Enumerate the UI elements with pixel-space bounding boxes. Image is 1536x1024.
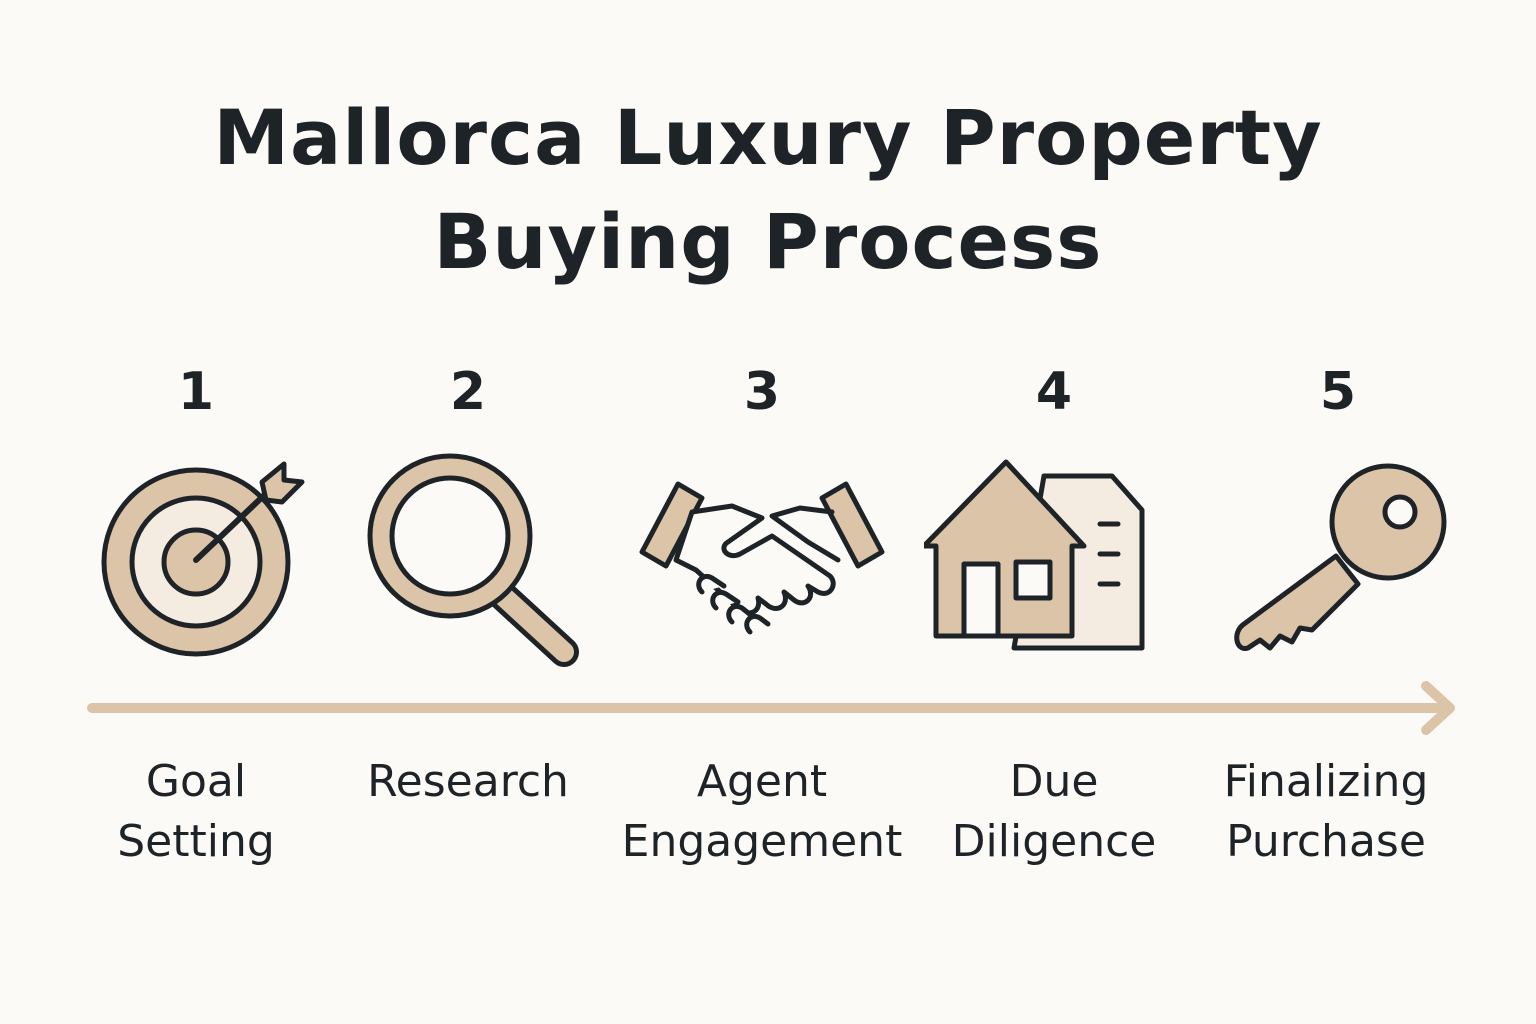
step-1-number: 1 [177, 362, 215, 422]
house-document-icon [924, 452, 1184, 668]
step-3-label-line-2: Engagement [621, 816, 903, 867]
step-3-label: Agent Engagement [612, 752, 912, 872]
step-3-label-line-1: Agent [696, 756, 828, 807]
step-2-number: 2 [449, 362, 487, 422]
title-line-1: Mallorca Luxury Property [213, 93, 1323, 182]
step-5-label: Finalizing Purchase [1176, 752, 1476, 872]
step-2-label: Research [318, 752, 618, 812]
step-2-label-line-1: Research [367, 756, 569, 807]
step-5-number: 5 [1319, 362, 1357, 422]
key-icon [1208, 452, 1468, 668]
step-4-label: Due Diligence [904, 752, 1204, 872]
handshake-icon [632, 452, 892, 668]
timeline-arrow [80, 676, 1470, 740]
step-3-number: 3 [743, 362, 781, 422]
step-4-label-line-1: Due [1009, 756, 1099, 807]
step-4-label-line-2: Diligence [951, 816, 1157, 867]
step-4-number: 4 [1035, 362, 1073, 422]
arrow-right-icon [1421, 681, 1455, 735]
title-line-2: Buying Process [433, 197, 1103, 286]
target-icon [66, 452, 326, 668]
step-1-label: Goal Setting [46, 752, 346, 872]
step-5-label-line-2: Purchase [1226, 816, 1426, 867]
step-1-label-line-1: Goal [145, 756, 247, 807]
magnifier-icon [338, 452, 598, 668]
page-title: Mallorca Luxury Property Buying Process [0, 86, 1536, 294]
step-5-label-line-1: Finalizing [1223, 756, 1429, 807]
step-1-label-line-2: Setting [117, 816, 275, 867]
